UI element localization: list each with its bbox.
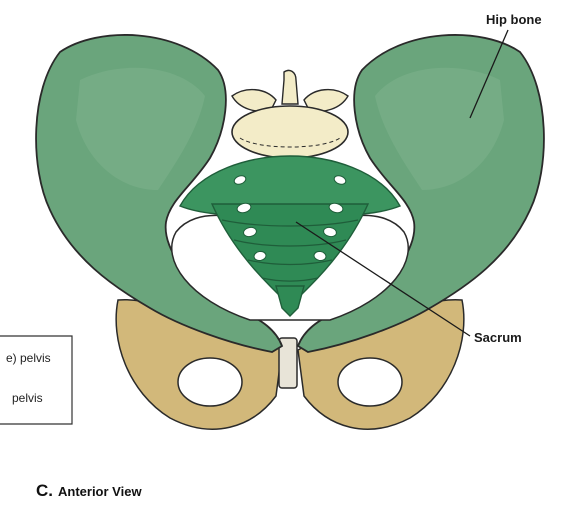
vertebra-spinous-process — [282, 70, 298, 104]
figure-caption: C. Anterior View — [36, 481, 142, 500]
vertebra — [232, 70, 348, 158]
hip-bone-label: Hip bone — [486, 12, 542, 27]
legend-line-1: e) pelvis — [6, 351, 51, 365]
right-obturator-foramen — [338, 358, 402, 406]
legend-frame — [0, 336, 72, 424]
legend-line-2: pelvis — [12, 391, 43, 405]
caption-letter: C. — [36, 481, 53, 500]
sacrum-label: Sacrum — [474, 330, 522, 345]
legend-box: e) pelvis pelvis — [0, 336, 72, 424]
vertebra-body — [232, 106, 348, 158]
caption-text: Anterior View — [58, 484, 142, 499]
left-obturator-foramen — [178, 358, 242, 406]
